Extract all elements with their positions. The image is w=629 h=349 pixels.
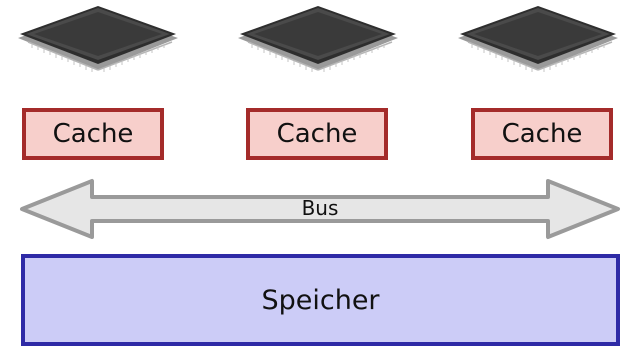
cache-label: Cache — [501, 119, 583, 149]
cache-box: Cache — [22, 108, 164, 160]
cpu-chip-icon — [18, 6, 178, 72]
cache-box: Cache — [246, 108, 388, 160]
memory-box: Speicher — [21, 254, 620, 346]
bus-label: Bus — [301, 196, 339, 220]
double-arrow-icon — [20, 179, 620, 239]
cache-label: Cache — [276, 119, 358, 149]
cache-label: Cache — [52, 119, 134, 149]
cpu-chip-icon — [458, 6, 618, 72]
cache-box: Cache — [471, 108, 613, 160]
cpu-chip-icon — [238, 6, 398, 72]
memory-label: Speicher — [261, 284, 380, 316]
